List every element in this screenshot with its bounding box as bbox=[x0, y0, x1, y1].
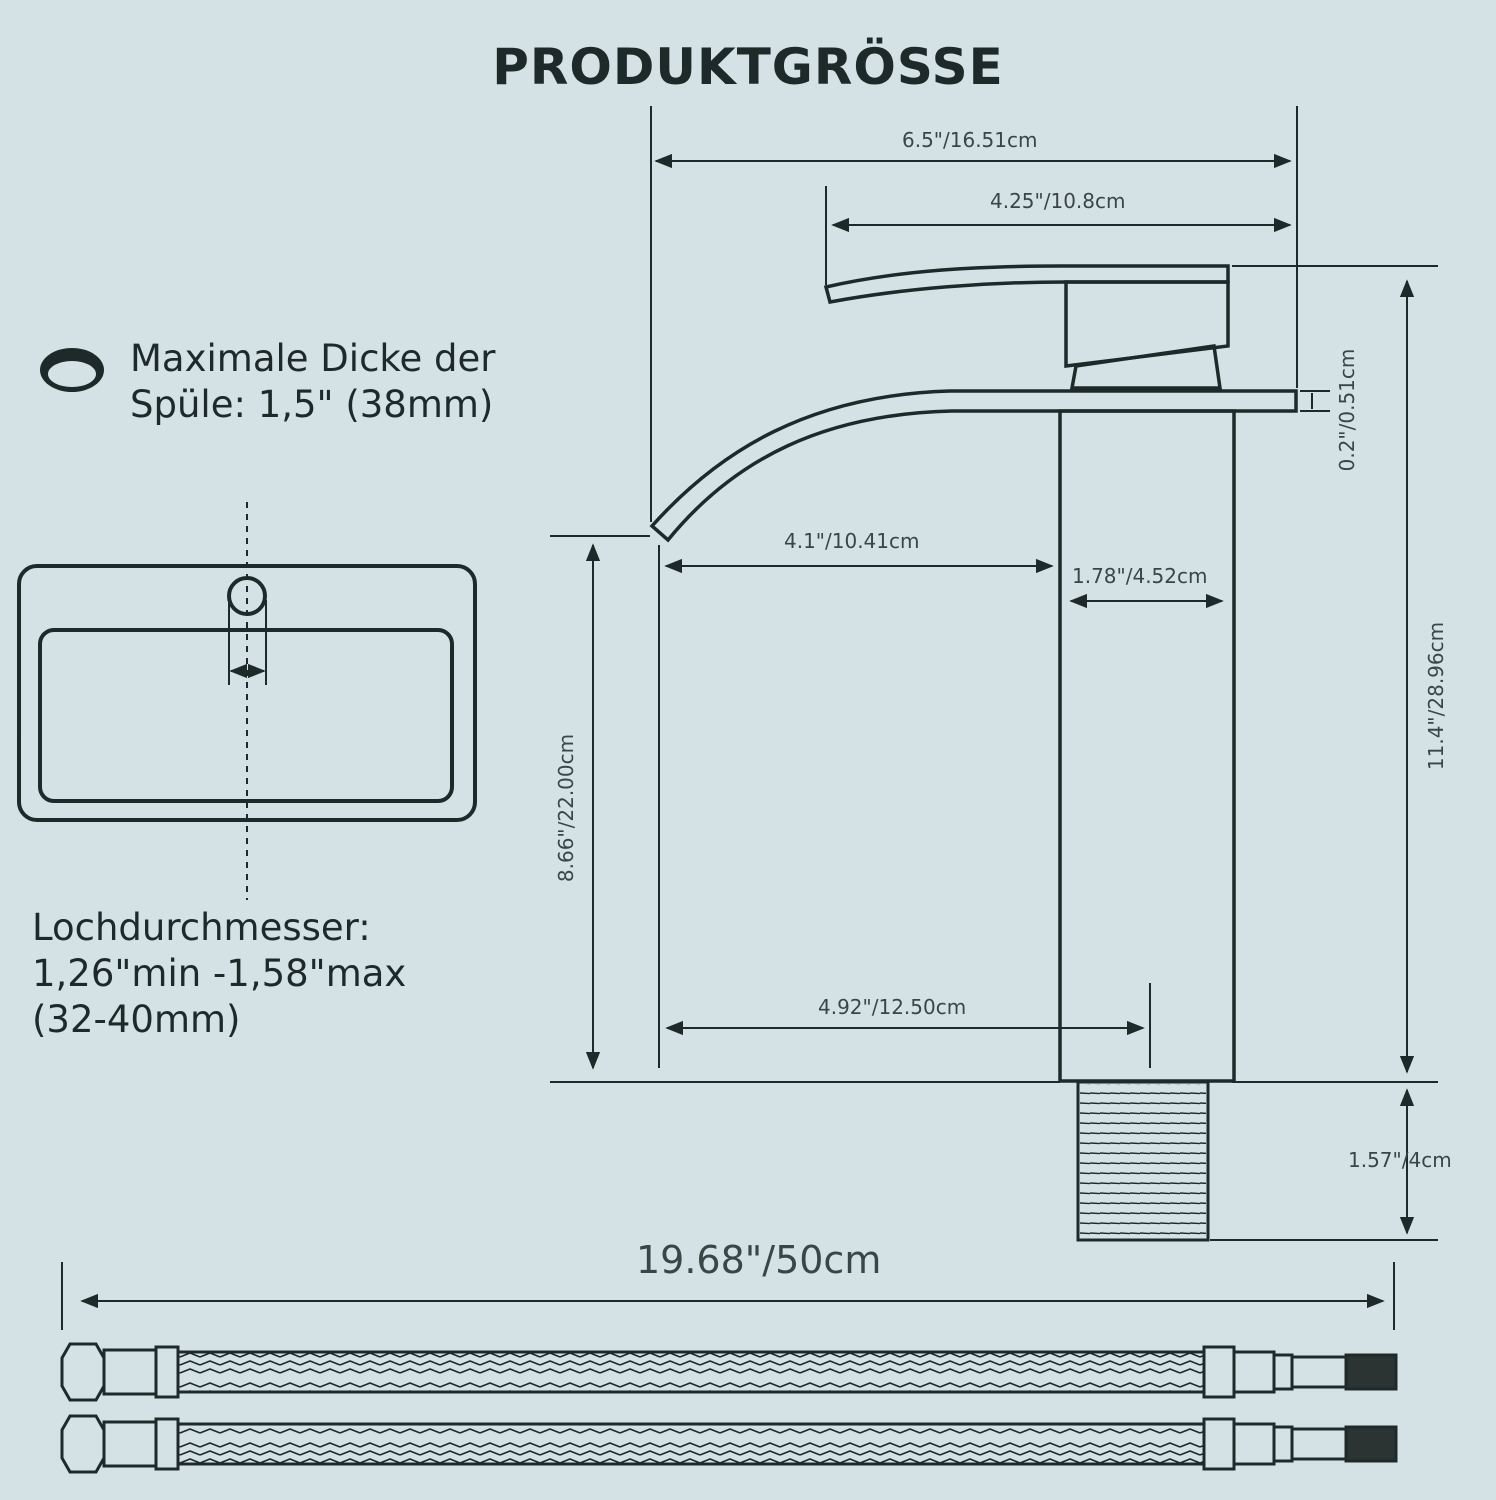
sink-thickness-icon bbox=[40, 348, 104, 392]
hole-diameter-note: Lochdurchmesser: 1,26"min -1,58"max (32-… bbox=[32, 905, 406, 1043]
dim-total-width: 6.5"/16.51cm bbox=[902, 128, 1038, 152]
dimension-lines bbox=[61, 106, 1438, 1330]
dim-spout-to-thread: 4.92"/12.50cm bbox=[818, 995, 967, 1019]
hose-1 bbox=[60, 1342, 1398, 1402]
hose-2 bbox=[60, 1414, 1398, 1474]
dim-hose-length: 19.68"/50cm bbox=[636, 1238, 882, 1282]
dim-handle-width: 4.25"/10.8cm bbox=[990, 189, 1126, 213]
dim-spout-reach: 4.1"/10.41cm bbox=[784, 529, 920, 553]
sink-top-view bbox=[17, 502, 477, 900]
thread-pattern bbox=[1080, 1084, 1206, 1238]
faucet-drawing bbox=[649, 264, 1298, 1242]
dim-body-width: 1.78"/4.52cm bbox=[1072, 564, 1208, 588]
dim-thread-length: 1.57"/4cm bbox=[1348, 1148, 1452, 1172]
sink-thickness-note: Maximale Dicke der Spüle: 1,5" (38mm) bbox=[130, 336, 496, 428]
sink-thickness-line1: Maximale Dicke der bbox=[130, 337, 496, 380]
hole-diameter-line1: Lochdurchmesser: bbox=[32, 906, 371, 949]
page-title: PRODUKTGRÖSSE bbox=[492, 38, 1004, 96]
dim-spout-height: 8.66"/22.00cm bbox=[554, 733, 578, 883]
sink-thickness-line2: Spüle: 1,5" (38mm) bbox=[130, 383, 494, 426]
hole-diameter-line2: 1,26"min -1,58"max bbox=[32, 952, 407, 995]
dim-total-height: 11.4"/28.96cm bbox=[1424, 621, 1448, 771]
dim-spout-thickness: 0.2"/0.51cm bbox=[1335, 348, 1359, 472]
hole-diameter-line3: (32-40mm) bbox=[32, 998, 241, 1041]
